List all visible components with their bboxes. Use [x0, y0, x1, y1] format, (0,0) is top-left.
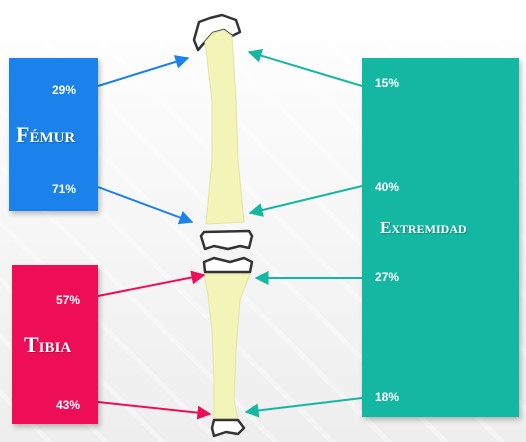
tibia-label: Tibia	[24, 332, 71, 358]
tibia-ankle	[212, 420, 244, 436]
extremidad-percentage-3: 27%	[375, 270, 399, 284]
extremidad-percentage-2: 40%	[375, 180, 399, 194]
tibia-top-percentage: 57%	[56, 293, 80, 307]
femur-label: Fémur	[16, 122, 75, 148]
femur-top-percentage: 29%	[52, 83, 76, 97]
tibia-bottom-percentage: 43%	[56, 398, 80, 412]
femur-bottom-percentage: 71%	[52, 182, 76, 196]
extremidad-label: Extremidad	[380, 218, 467, 238]
extremidad-percentage-4: 18%	[375, 390, 399, 404]
femur-condyle	[201, 231, 252, 249]
extremidad-percentage-1: 15%	[375, 76, 399, 90]
